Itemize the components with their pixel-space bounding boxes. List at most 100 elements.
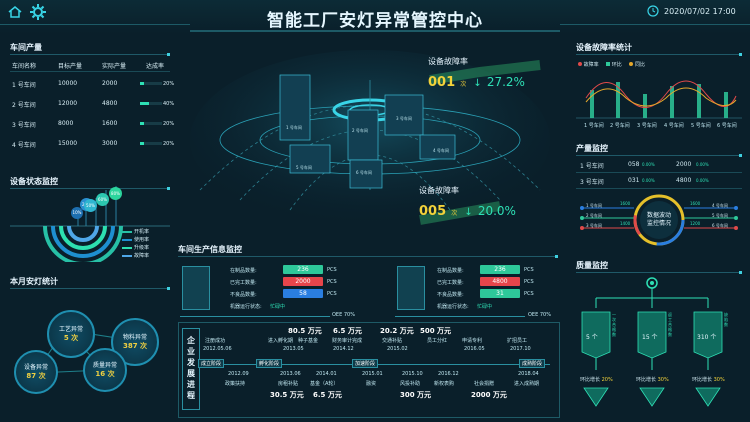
fault-callout-bottom: 设备故障率 005 次 ↓ 20.0%	[419, 185, 529, 219]
event: 扩招员工	[507, 338, 528, 344]
rate-label: 环比增长	[580, 377, 601, 383]
label: 在制品数量:	[230, 268, 257, 274]
legend-label: 故障率	[583, 62, 599, 68]
legend-item: 故障率	[122, 252, 149, 260]
unit: PCS	[327, 291, 337, 297]
header-right-line	[560, 24, 750, 25]
status: 忙碌中	[270, 304, 286, 310]
home-icon[interactable]	[8, 6, 22, 18]
ring-value: 1600	[620, 201, 631, 206]
cell-actual: 4800	[102, 100, 118, 107]
event: 房租补贴	[278, 381, 299, 387]
table-row[interactable]: 1 号车间 10000 2000 20%	[10, 74, 174, 94]
event: 政策扶持	[225, 381, 246, 387]
production-info-title: 车间生产信息监控	[178, 245, 242, 254]
legend-label: 同比	[635, 62, 646, 68]
side-label-text: 企业发展进程	[187, 336, 195, 400]
event: 基金（A轮）	[310, 381, 339, 387]
header-bar	[0, 0, 750, 34]
andon-bubble-device[interactable]: 设备异常 87 次	[14, 350, 58, 394]
timeline-side-label: 企业发展进程	[182, 328, 200, 410]
header-left-line	[0, 24, 190, 25]
pct-label: 60%	[98, 197, 107, 202]
cell-rate: 20%	[163, 141, 175, 147]
quality-count: 15 个	[642, 334, 658, 341]
unit: PCS	[327, 267, 337, 273]
fault-label: 设备故障率	[419, 186, 459, 195]
unit: PCS	[524, 279, 534, 285]
category-label: 6 号车间	[717, 123, 737, 129]
event: 社会捐赠	[474, 381, 495, 387]
cell-actual: 3000	[102, 140, 118, 147]
gear-icon[interactable]	[30, 4, 46, 20]
output-row[interactable]: 3 号车间 031 0.00% 4800 0.00%	[576, 174, 742, 189]
col-header-actual: 实际产量	[102, 63, 127, 70]
production-info-divider	[178, 255, 558, 258]
col-header-name: 车间名称	[12, 63, 37, 70]
amount: 300 万元	[400, 391, 432, 399]
event: 种子基金	[298, 338, 319, 344]
factory-scene	[190, 50, 550, 230]
production-panel[interactable]: 在制品数量: 已完工数量: 不良品数量: 机器运行状态: 236 2000 58…	[178, 262, 358, 314]
cell-rate: 40%	[163, 101, 175, 107]
oee-label: OEE 70%	[528, 312, 551, 318]
pct-label: 10%	[72, 210, 82, 215]
legend-item: 升级率	[122, 244, 149, 252]
ring-value: 1200	[690, 221, 701, 226]
pct-label: 50%	[86, 203, 95, 208]
unit: PCS	[327, 279, 337, 285]
rate-bar	[140, 122, 162, 125]
ring-value: 1400	[620, 221, 631, 226]
rate-label: 环比增长	[636, 377, 657, 383]
rate-value: 30%	[713, 377, 725, 383]
date: 2014.12	[333, 346, 354, 352]
fault-unit: 次	[451, 210, 458, 217]
cell-rate: 20%	[163, 121, 175, 127]
event: 进入成熟期	[514, 381, 540, 387]
workshop-output-title: 车间产量	[10, 43, 42, 52]
pct-bubble: 10%	[71, 207, 83, 219]
cell-actual: 1600	[102, 120, 118, 127]
fault-stats-chart	[576, 80, 742, 119]
pct-label: 80%	[111, 191, 120, 196]
amount: 80.5 万元	[288, 327, 322, 335]
page-title: 智能工厂安灯异常管控中心	[267, 11, 483, 31]
category-label: 1 号车间	[584, 123, 604, 129]
table-row[interactable]: 4 号车间 15000 3000 20%	[10, 134, 174, 154]
date: 2013.05	[283, 346, 304, 352]
cell-rate: 20%	[163, 81, 175, 87]
pct-bubble: 50%	[84, 199, 97, 212]
output-row[interactable]: 1 号车间 058 0.00% 2000 0.00%	[576, 158, 742, 173]
cell-name: 4 号车间	[12, 142, 36, 149]
row-a-pct: 0.00%	[642, 162, 655, 167]
rate-value: 30%	[657, 377, 669, 383]
machine-icon	[397, 266, 425, 310]
ring-label: 1 号车间	[586, 203, 602, 208]
andon-bubble-process[interactable]: 工艺异常 5 次	[47, 310, 95, 358]
fault-count: 001	[428, 75, 456, 90]
oee-bar	[395, 316, 525, 317]
table-row[interactable]: 2 号车间 12000 4800 40%	[10, 94, 174, 114]
building-label: 6 号车间	[356, 170, 372, 175]
building-label: 3 号车间	[396, 116, 412, 121]
fault-count: 005	[419, 204, 447, 219]
ring-label: 5 号车间	[712, 213, 728, 218]
legend-label: 升级率	[134, 245, 150, 251]
stage-chip: 孵化阶段	[256, 359, 283, 368]
rate-bar-fill	[140, 102, 149, 105]
row-a-pct: 0.00%	[642, 178, 655, 183]
quality-count: 5 个	[586, 334, 598, 341]
label: 已完工数量:	[437, 280, 464, 286]
device-status-legend: 开机率 使用率 升级率 故障率	[122, 228, 149, 260]
andon-bubble-quality[interactable]: 质量异常 16 次	[83, 348, 127, 392]
production-panel[interactable]: 在制品数量: 已完工数量: 不良品数量: 机器运行状态: 236 4800 31…	[393, 262, 573, 314]
category-label: 2 号车间	[610, 123, 630, 129]
quality-flow	[581, 277, 723, 407]
pct-bubble: 80%	[109, 187, 122, 200]
cell-target: 10000	[58, 80, 78, 87]
value-pill: 236	[283, 265, 323, 274]
rate-bar-fill	[140, 82, 145, 85]
table-row[interactable]: 3 号车间 8000 1600 20%	[10, 114, 174, 134]
date: 2015.01	[362, 371, 383, 377]
header-frame	[190, 30, 560, 32]
